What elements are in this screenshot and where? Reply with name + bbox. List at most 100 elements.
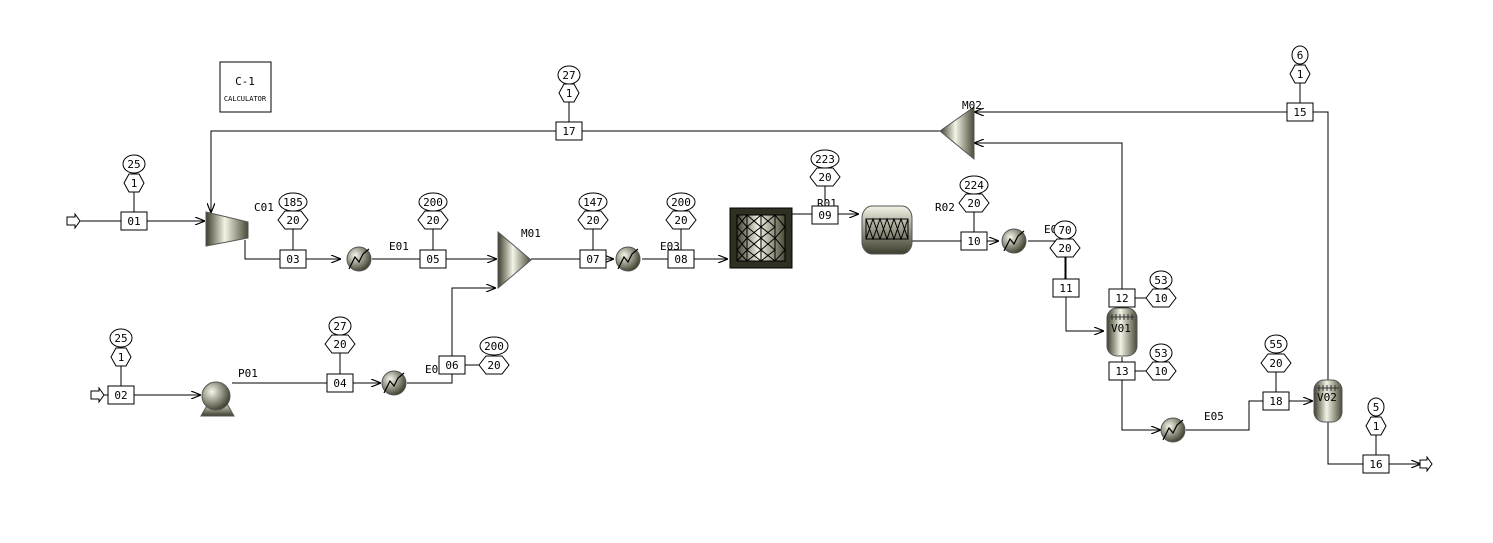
- tag-s01[interactable]: 25 1: [122, 154, 146, 193]
- svg-text:20: 20: [586, 214, 599, 227]
- stream-id-15[interactable]: 15: [1286, 102, 1314, 122]
- stream-06-line[interactable]: [407, 288, 495, 384]
- tag-s06[interactable]: 200 20: [478, 336, 510, 375]
- svg-text:10: 10: [1154, 292, 1167, 305]
- compressor-c01[interactable]: [205, 211, 249, 247]
- reactor-r02[interactable]: [861, 205, 913, 255]
- calculator-name: C-1: [235, 75, 255, 88]
- svg-text:185: 185: [283, 196, 303, 209]
- flash-v02[interactable]: [1313, 379, 1343, 423]
- tag-s16[interactable]: 5 1: [1365, 397, 1387, 436]
- svg-text:147: 147: [583, 196, 603, 209]
- svg-text:53: 53: [1154, 274, 1167, 287]
- svg-text:09: 09: [818, 209, 831, 222]
- svg-text:20: 20: [674, 214, 687, 227]
- stream-id-06[interactable]: 06: [438, 355, 466, 375]
- stream-12-line[interactable]: [975, 143, 1123, 308]
- tag-s10[interactable]: 224 20: [958, 175, 990, 213]
- svg-text:20: 20: [487, 359, 500, 372]
- stream-03-line[interactable]: [244, 240, 340, 259]
- stream-id-16[interactable]: 16: [1362, 454, 1390, 474]
- stream-id-13[interactable]: 13: [1108, 361, 1136, 381]
- svg-text:10: 10: [967, 235, 980, 248]
- svg-text:07: 07: [586, 253, 599, 266]
- svg-text:20: 20: [333, 338, 346, 351]
- tag-s07[interactable]: 147 20: [577, 192, 609, 230]
- tag-s12[interactable]: 53 10: [1145, 270, 1177, 308]
- label-m02: M02: [962, 99, 982, 112]
- svg-text:20: 20: [426, 214, 439, 227]
- label-r02: R02: [935, 201, 955, 214]
- svg-text:12: 12: [1115, 292, 1128, 305]
- label-e02: E0: [425, 363, 438, 376]
- stream-id-11[interactable]: 11: [1052, 278, 1080, 298]
- tag-s02[interactable]: 25 1: [109, 328, 133, 367]
- stream-id-10[interactable]: 10: [960, 231, 988, 251]
- label-c01: C01: [254, 201, 274, 214]
- label-p01: P01: [238, 367, 258, 380]
- stream-id-08[interactable]: 08: [667, 249, 695, 269]
- svg-text:25: 25: [114, 332, 127, 345]
- tag-s15[interactable]: 6 1: [1289, 45, 1311, 84]
- svg-text:15: 15: [1293, 106, 1306, 119]
- svg-text:1: 1: [566, 87, 573, 100]
- tag-s09[interactable]: 223 20: [809, 149, 841, 187]
- stream-id-18[interactable]: 18: [1262, 391, 1290, 411]
- svg-text:55: 55: [1269, 338, 1282, 351]
- stream-id-17[interactable]: 17: [555, 121, 583, 141]
- stream-id-03[interactable]: 03: [279, 249, 307, 269]
- stream-id-boxes: 01 02 03 04 05 06 07 08 09 10 11 12 13 1…: [107, 102, 1390, 474]
- svg-text:27: 27: [562, 69, 575, 82]
- label-v02: V02: [1317, 391, 1337, 404]
- flash-v01[interactable]: [1106, 307, 1138, 357]
- stream-id-02[interactable]: 02: [107, 385, 135, 405]
- stream-id-04[interactable]: 04: [326, 373, 354, 393]
- svg-text:13: 13: [1115, 365, 1128, 378]
- stream-id-09[interactable]: 09: [811, 205, 839, 225]
- svg-text:6: 6: [1297, 49, 1304, 62]
- svg-text:11: 11: [1059, 282, 1072, 295]
- label-e05: E05: [1204, 410, 1224, 423]
- tag-s18[interactable]: 55 20: [1260, 334, 1292, 373]
- label-v01: V01: [1111, 322, 1131, 335]
- heater-e04[interactable]: [1001, 228, 1027, 254]
- mixer-m02[interactable]: [939, 106, 975, 161]
- calculator-label: CALCULATOR: [224, 95, 267, 103]
- calculator-block[interactable]: C-1 CALCULATOR: [219, 61, 272, 113]
- tag-s11[interactable]: 70 20: [1049, 220, 1081, 258]
- stream-id-12[interactable]: 12: [1108, 288, 1136, 308]
- heater-e03[interactable]: [615, 246, 641, 272]
- svg-text:53: 53: [1154, 347, 1167, 360]
- svg-text:1: 1: [1373, 420, 1380, 433]
- stream-id-01[interactable]: 01: [120, 211, 148, 231]
- svg-text:25: 25: [127, 158, 140, 171]
- condition-tags: 25 1 25 1 185 20 27 20 200 20 200 20 1: [109, 45, 1387, 436]
- heater-e05[interactable]: [1160, 417, 1186, 443]
- stream-15-line[interactable]: [975, 112, 1329, 380]
- tag-s17[interactable]: 27 1: [557, 65, 581, 103]
- heater-e01[interactable]: [346, 246, 372, 272]
- svg-text:200: 200: [671, 196, 691, 209]
- tag-s05[interactable]: 200 20: [417, 192, 449, 230]
- stream-13-line[interactable]: [1121, 357, 1160, 430]
- svg-text:18: 18: [1269, 395, 1282, 408]
- tag-s04[interactable]: 27 20: [324, 316, 356, 354]
- stream-id-07[interactable]: 07: [579, 249, 607, 269]
- svg-text:20: 20: [1058, 242, 1071, 255]
- stream-id-05[interactable]: 05: [419, 249, 447, 269]
- svg-text:03: 03: [286, 253, 299, 266]
- svg-text:200: 200: [423, 196, 443, 209]
- tag-s13[interactable]: 53 10: [1145, 343, 1177, 381]
- tag-s03[interactable]: 185 20: [277, 192, 309, 230]
- pump-p01[interactable]: [200, 381, 235, 417]
- svg-text:01: 01: [127, 215, 140, 228]
- svg-text:70: 70: [1058, 224, 1071, 237]
- svg-text:1: 1: [118, 351, 125, 364]
- label-e01: E01: [389, 240, 409, 253]
- tag-s08[interactable]: 200 20: [665, 192, 697, 230]
- mixer-m01[interactable]: [497, 230, 532, 290]
- stream-17-line[interactable]: [211, 130, 940, 212]
- heater-e02[interactable]: [381, 370, 407, 396]
- reactor-r01[interactable]: [729, 207, 793, 269]
